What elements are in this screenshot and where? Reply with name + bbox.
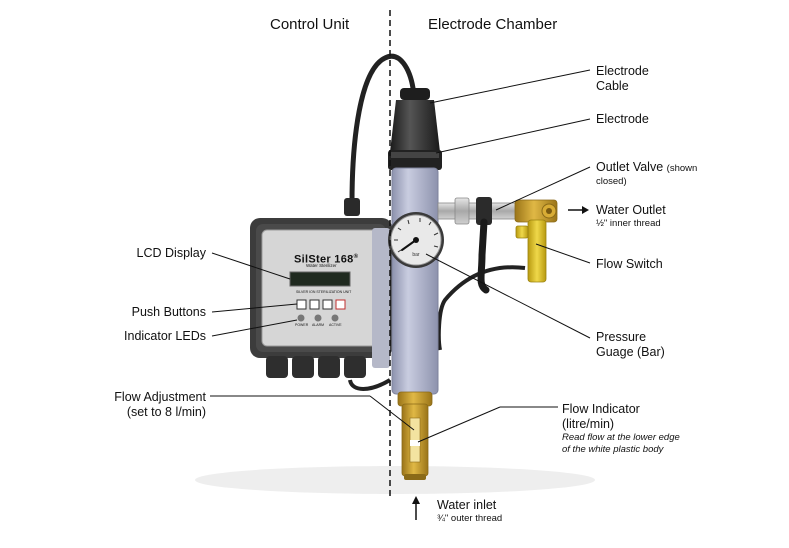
label-indicator-leds: Indicator LEDs bbox=[124, 329, 206, 343]
led-active bbox=[331, 314, 339, 322]
label-lcd-display: LCD Display bbox=[136, 246, 206, 260]
label-flow-indicator: Flow Indicator (litre/min) Read flow at … bbox=[562, 402, 680, 455]
wall-bracket bbox=[372, 228, 390, 368]
device-brand: SilSter 168® bbox=[294, 253, 359, 266]
label-water-inlet: Water inlet ¾" outer thread bbox=[437, 498, 503, 524]
leader-flow-indicator bbox=[417, 406, 501, 443]
flow-indicator bbox=[397, 391, 433, 480]
water-outlet-fitting bbox=[514, 199, 558, 223]
label-push-buttons: Push Buttons bbox=[131, 305, 206, 319]
electrode-chamber-cylinder bbox=[391, 167, 439, 395]
water-outlet-arrow bbox=[568, 206, 589, 214]
led-alarm bbox=[314, 314, 322, 322]
push-button-plus bbox=[296, 299, 307, 310]
push-button-cancel bbox=[335, 299, 346, 310]
leader-lcd bbox=[211, 252, 291, 280]
leader-electrode-cable bbox=[429, 69, 591, 104]
flow-switch-cable bbox=[436, 265, 526, 351]
outlet-valve-assembly bbox=[437, 197, 519, 294]
label-electrode: Electrode bbox=[596, 112, 649, 126]
lcd-screen bbox=[289, 271, 351, 287]
led-label-active: ACTIVE bbox=[329, 323, 342, 327]
electrode-cable bbox=[349, 53, 416, 206]
leader-leds bbox=[211, 319, 298, 337]
cable-gland bbox=[344, 198, 360, 216]
leader-flow-adjustment-2 bbox=[369, 395, 415, 431]
push-button-minus bbox=[309, 299, 320, 310]
device-subtitle: Water Sterilizer bbox=[306, 263, 337, 268]
label-outlet-valve: Outlet Valve (shown closed) bbox=[596, 160, 698, 187]
leader-lines bbox=[210, 69, 591, 443]
leader-pressure bbox=[425, 253, 591, 339]
header-control-unit: Control Unit bbox=[270, 16, 350, 33]
led-power bbox=[297, 314, 305, 322]
led-label-alarm: ALARM bbox=[312, 323, 325, 327]
leader-electrode bbox=[435, 118, 591, 154]
water-inlet-arrow bbox=[412, 496, 420, 520]
leader-flow-switch bbox=[535, 243, 591, 264]
lower-cable bbox=[348, 378, 392, 391]
control-box bbox=[250, 218, 392, 378]
pressure-gauge: bar bbox=[388, 212, 444, 268]
label-flow-adjustment: Flow Adjustment(set to 8 l/min) bbox=[114, 390, 206, 419]
led-label-power: POWER bbox=[295, 323, 309, 327]
leader-outlet-valve bbox=[495, 166, 591, 211]
push-button-check bbox=[322, 299, 333, 310]
gauge-unit-text: bar bbox=[412, 252, 420, 258]
label-water-outlet: Water Outlet ½" inner thread bbox=[596, 203, 666, 229]
label-flow-switch: Flow Switch bbox=[596, 257, 663, 271]
ground-shadow bbox=[195, 466, 595, 494]
flow-switch bbox=[515, 219, 547, 283]
electrode-body bbox=[388, 88, 442, 170]
leader-push-buttons bbox=[211, 303, 298, 313]
device-caption: SILVER ION STERILIZATION UNIT bbox=[296, 290, 352, 294]
header-electrode-chamber: Electrode Chamber bbox=[428, 16, 558, 33]
